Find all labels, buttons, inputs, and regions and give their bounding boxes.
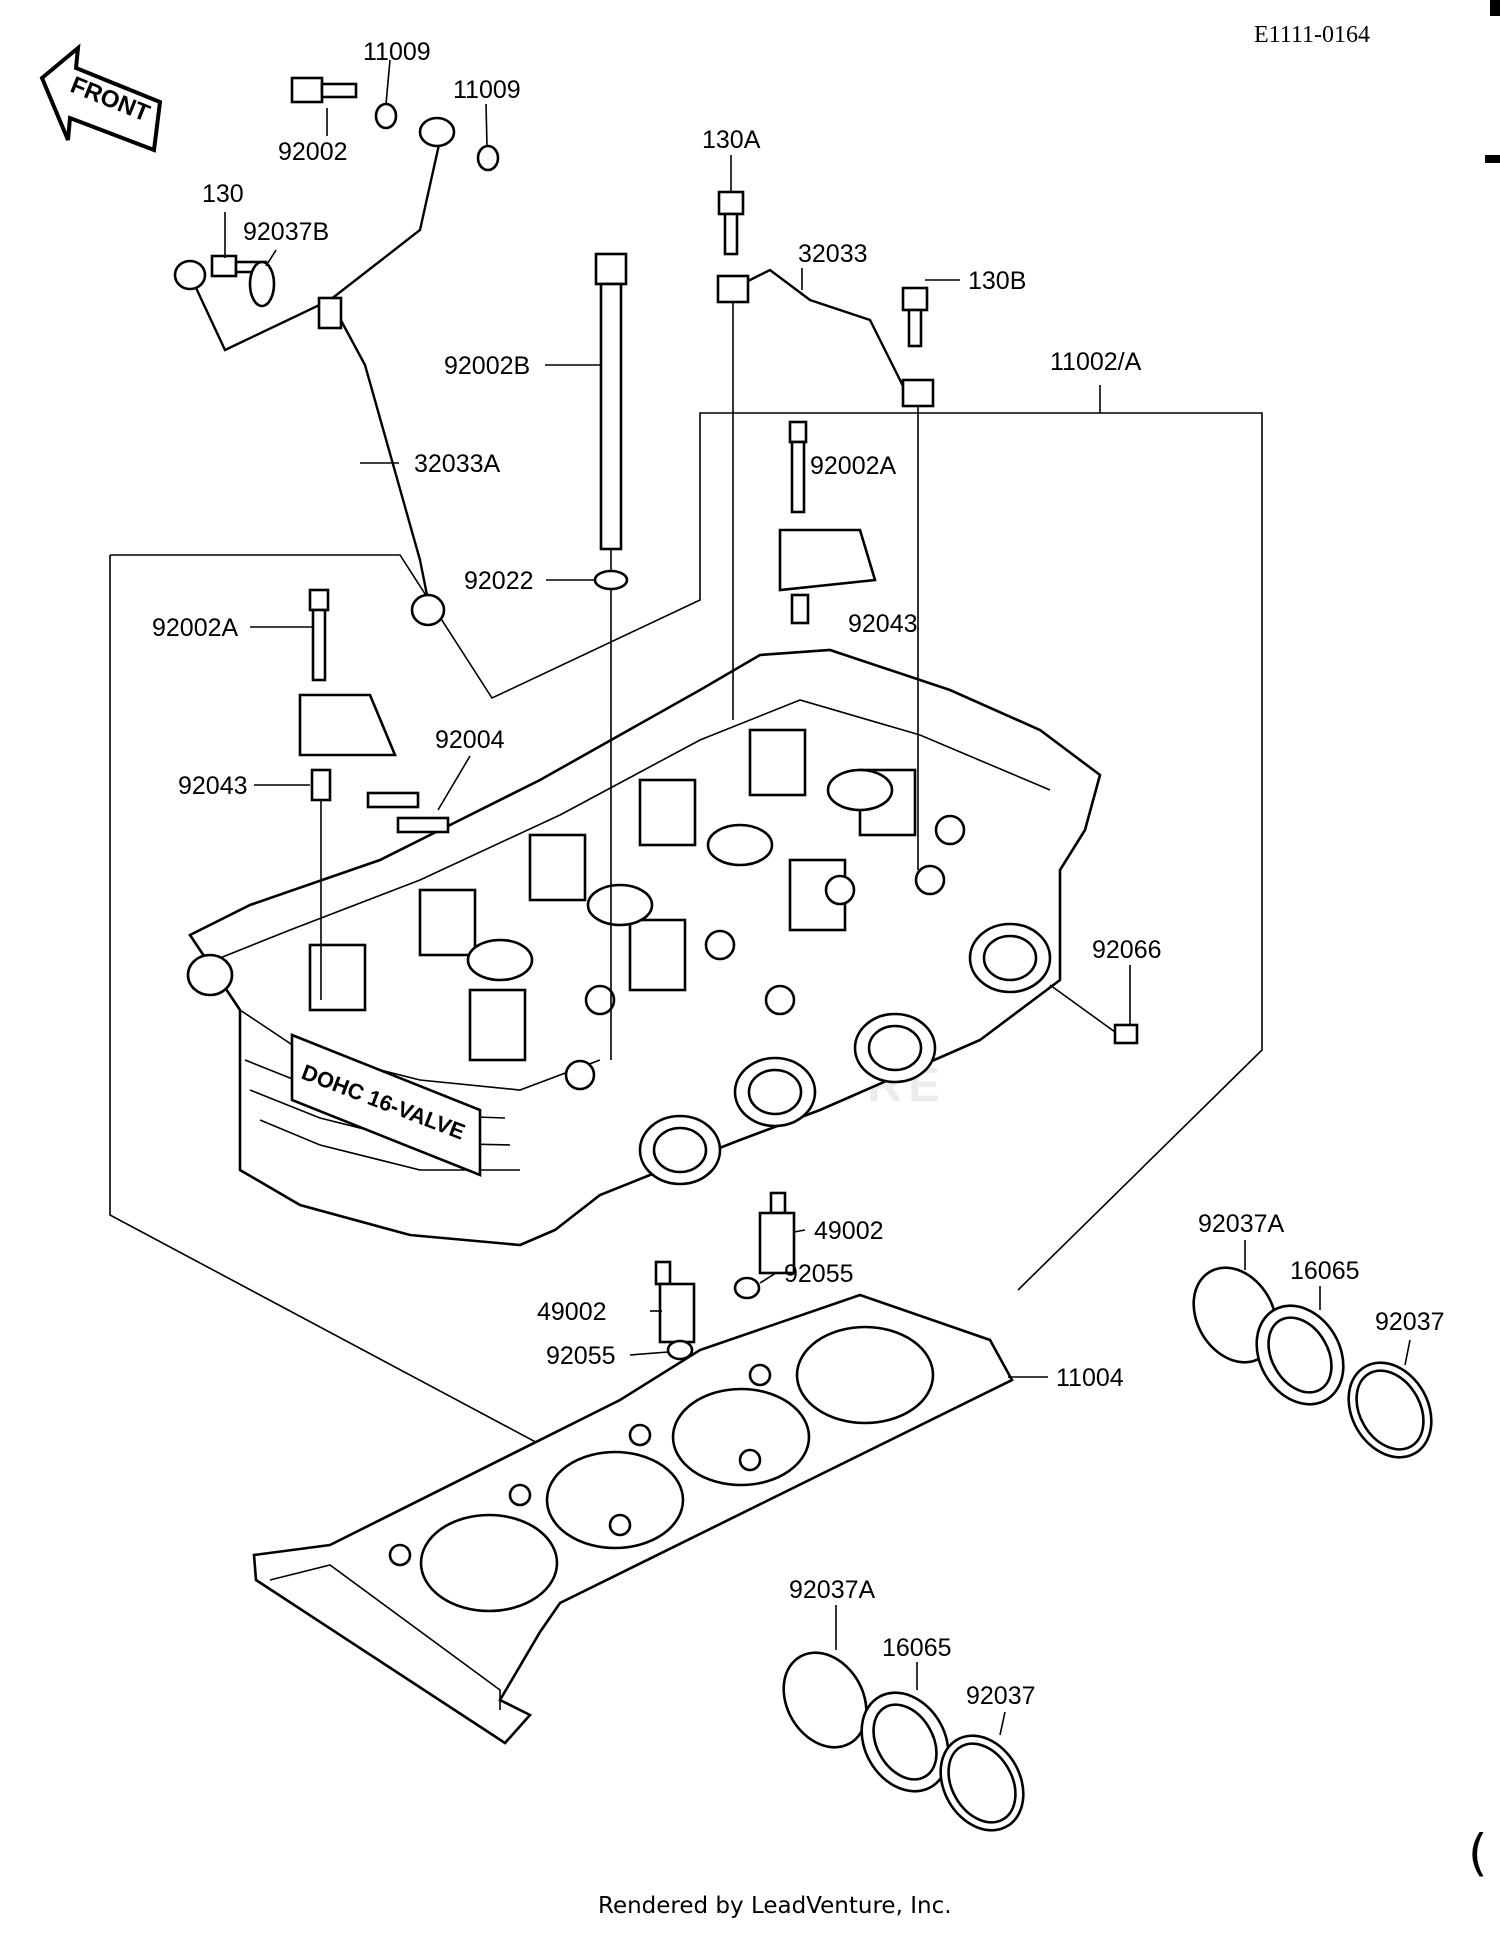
callout-16065-upper: 16065 [1290,1257,1360,1285]
dowel-92004 [366,791,450,834]
intake-boot-set-upper [1192,1266,1433,1459]
intake-boot-set-lower [782,1651,1025,1832]
washer-92055-b [666,1339,694,1361]
callout-92037-lower: 92037 [966,1682,1036,1710]
footer-credit: Rendered by LeadVenture, Inc. [598,1893,952,1919]
head-gasket-11004 [252,1293,1014,1745]
washer-11009-a [374,102,398,130]
bolt-92002b [594,252,628,1060]
leader-lines [224,59,1411,1736]
callout-92055-a: 92055 [784,1260,854,1288]
clamp-92037b [248,260,276,308]
edge-marks: ( [1468,0,1500,1882]
callout-92002a-left: 92002A [152,614,239,642]
callout-92037a-lower: 92037A [789,1576,876,1604]
callout-130a: 130A [702,126,761,154]
callout-32033a: 32033A [414,450,501,478]
callout-92037-upper: 92037 [1375,1308,1445,1336]
callout-92002a-right: 92002A [810,452,897,480]
callout-92037b: 92037B [243,218,329,246]
callout-11009-a: 11009 [363,38,431,66]
callout-32033: 32033 [798,240,868,268]
callout-92022: 92022 [464,567,534,595]
callout-11009-b: 11009 [453,76,521,104]
front-arrow: FRONT [39,43,163,153]
callout-92043-left: 92043 [178,772,248,800]
callout-49002-b: 49002 [537,1298,607,1326]
callout-labels: 11009 11009 92002 130 92037B 32033A 9200… [152,38,1445,1710]
callout-92002: 92002 [278,138,348,166]
washer-92055-a [733,1276,761,1300]
banjo-bolt-92002 [290,76,358,104]
callout-11002-a: 11002/A [1050,348,1142,376]
cam-cap-left [298,588,397,1000]
bolt-130a [717,190,745,256]
bolt-130b [901,286,929,348]
callout-92037a-upper: 92037A [1198,1210,1285,1238]
assembly-boundary [109,412,1263,1448]
washer-11009-b [476,144,500,172]
svg-text:(: ( [1468,1824,1488,1882]
switch-49002-b [654,1260,696,1344]
callout-92004: 92004 [435,726,505,754]
cylinder-head: DOHC 16-VALVE [186,648,1102,1247]
callout-130b: 130B [968,267,1026,295]
callout-49002-a: 49002 [814,1217,884,1245]
callout-92002b: 92002B [444,352,530,380]
callout-92055-b: 92055 [546,1342,616,1370]
washer-92022 [593,569,629,591]
cam-cap-right [778,420,877,625]
switch-49002-a [758,1191,796,1275]
callout-130: 130 [202,180,244,208]
oil-pipe-32033 [716,268,935,870]
oil-pipe-32033a [173,116,456,627]
callout-16065-lower: 16065 [882,1634,952,1662]
callout-11004: 11004 [1056,1364,1124,1392]
callout-92066: 92066 [1092,936,1162,964]
plug-92066 [1049,984,1139,1045]
diagram-code: E1111-0164 [1254,22,1370,48]
callout-92043-right: 92043 [848,610,918,638]
